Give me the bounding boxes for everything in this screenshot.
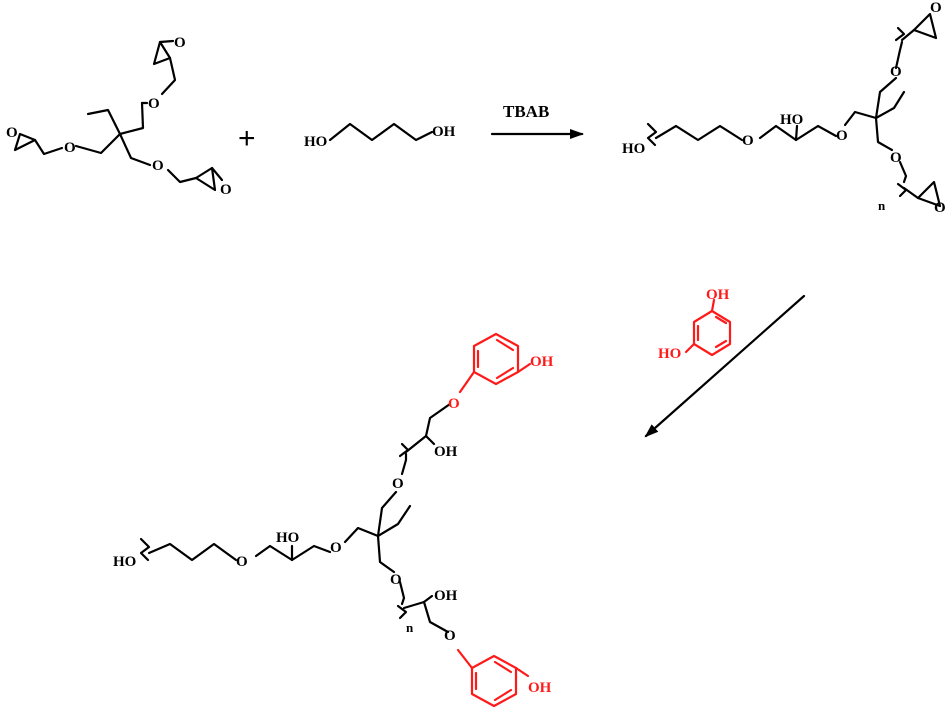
plus-sign: + xyxy=(238,122,256,155)
atom-oh-down: OH xyxy=(434,588,458,604)
reaction-arrow-1: TBAB xyxy=(490,102,584,139)
atom-o-aryl-up: O xyxy=(448,396,460,412)
atom-o-epoxide-left: O xyxy=(6,125,18,141)
product-resorcinol-capped: HO O HO O O OH O OH O OH O OH n xyxy=(113,332,554,708)
atom-oh-aryl-up: OH xyxy=(530,354,554,370)
atom-o-ether-1: O xyxy=(236,554,248,570)
reaction-arrow-2 xyxy=(644,294,806,438)
atom-o-ether-2: O xyxy=(330,540,342,556)
arrow-line-2 xyxy=(644,294,806,438)
product-polyether: HO O HO O O O O O n xyxy=(622,0,946,216)
atom-o-epoxide-bottom: O xyxy=(934,200,946,216)
atom-o-aryl-down: O xyxy=(444,628,456,644)
atom-ho-terminal: HO xyxy=(622,141,645,157)
repeat-index-n: n xyxy=(878,198,886,213)
reactant-triglycidyl-ether: O O O O O O xyxy=(6,35,232,198)
atom-o-ether-4: O xyxy=(890,150,902,166)
atom-o-right: O xyxy=(152,158,164,174)
atom-ho-left: HO xyxy=(304,134,327,150)
atom-oh-right: OH xyxy=(432,124,456,140)
atom-o-ether-up: O xyxy=(392,476,404,492)
atom-o-left: O xyxy=(64,140,76,156)
reagent-resorcinol: OH HO xyxy=(658,287,732,362)
reactant-butanediol: HO OH xyxy=(304,122,456,150)
atom-o-ether-1: O xyxy=(742,133,754,149)
atom-ho-pendant: HO xyxy=(780,112,803,128)
atom-o-epoxide-top: O xyxy=(930,0,942,16)
repeat-index-n: n xyxy=(406,620,414,635)
atom-oh-aryl-down: OH xyxy=(528,680,552,696)
atom-o-top: O xyxy=(148,96,160,112)
atom-o-ether-3: O xyxy=(890,64,902,80)
atom-ho-terminal: HO xyxy=(113,554,136,570)
atom-oh-top: OH xyxy=(706,287,730,303)
atom-o-ether-down: O xyxy=(390,572,402,588)
atom-o-ether-2: O xyxy=(836,128,848,144)
atom-o-epoxide-right: O xyxy=(220,182,232,198)
atom-oh-up: OH xyxy=(434,444,458,460)
atom-ho-pendant: HO xyxy=(276,530,299,546)
atom-o-epoxide-top: O xyxy=(174,35,186,51)
reagent-label-tbab: TBAB xyxy=(503,102,549,121)
atom-ho-left: HO xyxy=(658,346,681,362)
